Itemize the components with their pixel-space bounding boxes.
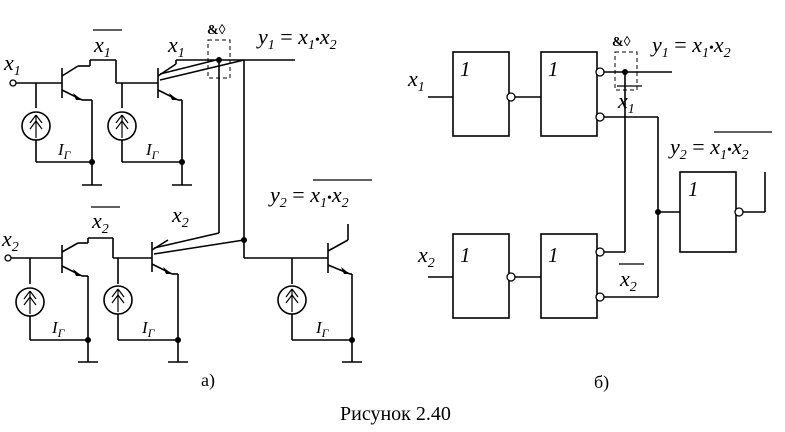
svg-text:1: 1 [460, 243, 471, 267]
gate-b4 [540, 233, 598, 319]
part-label-a: а) [201, 370, 215, 391]
svg-text:IГ: IГ [57, 140, 72, 162]
input-terminal-x1 [9, 79, 17, 87]
svg-text:x2: x2 [91, 208, 109, 237]
svg-text:x2: x2 [619, 266, 637, 295]
label-b-not-x1: x1 [617, 85, 642, 117]
svg-text:1: 1 [548, 57, 559, 81]
current-source-5 [277, 285, 307, 315]
svg-text:y2 = x1•x2: y2 = x1•x2 [268, 182, 349, 211]
transistor-t2 [157, 63, 179, 101]
label-a-not-x1: x1 [93, 29, 122, 61]
label-a-x2-out: x2 [171, 202, 189, 231]
input-terminal-x2 [4, 254, 12, 262]
and-symbol-a: &◊ [207, 23, 226, 38]
logic-diagram-b: 1 x1 1 &◊ y1 = x1•x2 x1 1 [407, 32, 772, 393]
label-a-x1-out: x1 [167, 32, 185, 61]
label-a-y2: y2 = x1•x2 [268, 179, 372, 211]
label-b-y1: y1 = x1•x2 [650, 32, 731, 61]
label-a-y1: y1 = x1•x2 [256, 24, 337, 53]
svg-text:y1 = x1•x2: y1 = x1•x2 [256, 24, 337, 53]
label-a-x2: x2 [1, 226, 19, 255]
and-symbol-b: &◊ [612, 35, 631, 50]
label-b-x2: x2 [417, 242, 435, 271]
schematic-a: IГ x1 x1 [1, 23, 372, 391]
svg-text:IГ: IГ [141, 318, 156, 340]
wired-and-box-b [614, 51, 638, 91]
current-source-3 [15, 287, 45, 317]
label-b-y2: y2 = x1•x2 [668, 131, 772, 163]
svg-text:IГ: IГ [145, 140, 160, 162]
svg-text:1: 1 [548, 243, 559, 267]
svg-text:x1: x1 [617, 88, 635, 117]
svg-text:IГ: IГ [315, 318, 330, 340]
transistor-t3 [61, 242, 83, 277]
svg-text:y2 = x1•x2: y2 = x1•x2 [668, 134, 749, 163]
label-b-x1: x1 [407, 66, 425, 95]
figure-caption: Рисунок 2.40 [340, 403, 451, 425]
current-source-2 [107, 111, 137, 141]
svg-text:1: 1 [688, 177, 699, 201]
transistor-t5 [327, 239, 351, 275]
label-b-not-x2: x2 [619, 263, 644, 295]
svg-text:y1 = x1•x2: y1 = x1•x2 [650, 32, 731, 61]
svg-text:1: 1 [460, 57, 471, 81]
svg-text:x1: x1 [93, 32, 111, 61]
label-a-x1: x1 [3, 50, 21, 79]
svg-text:IГ: IГ [51, 318, 66, 340]
gate-b2 [540, 51, 598, 137]
transistor-t1 [61, 65, 83, 101]
current-source-4 [103, 285, 133, 315]
current-source-1 [21, 111, 51, 141]
label-a-not-x2: x2 [91, 206, 120, 237]
part-label-b: б) [594, 372, 609, 393]
